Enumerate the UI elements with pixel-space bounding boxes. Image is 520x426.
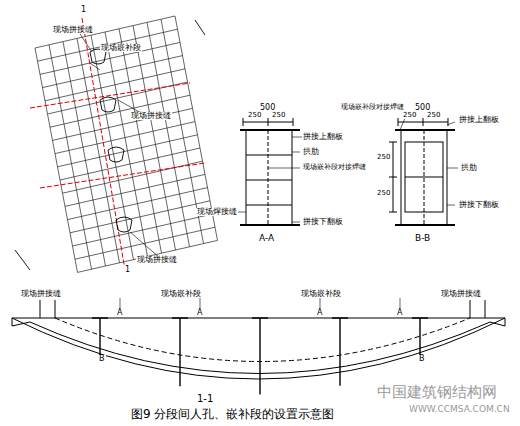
- label: 现场嵌补段: [300, 290, 342, 298]
- grid-line: [78, 240, 218, 272]
- label: 现场嵌补段对接焊缝: [302, 164, 367, 171]
- plan-grid: [35, 16, 218, 272]
- grid-line: [175, 16, 218, 240]
- label: 现场焊接缝: [196, 208, 238, 216]
- grid-line: [412, 317, 428, 318]
- label: 250: [247, 112, 262, 119]
- label: B: [418, 355, 426, 363]
- label: 拼接下翻板: [302, 218, 344, 226]
- grid-line: [43, 56, 183, 88]
- label: A: [196, 309, 203, 317]
- grid-line: [92, 317, 108, 318]
- grid-line: [48, 82, 188, 114]
- label: 拱肋: [460, 164, 478, 172]
- label: 250: [271, 112, 286, 119]
- grid-line: [70, 201, 210, 233]
- label: 拼接下翻板: [458, 201, 500, 209]
- label: 现场嵌补段: [160, 290, 202, 298]
- label: 250: [402, 112, 417, 119]
- label: 拼接上翻板: [302, 133, 344, 141]
- section-1-1: [12, 300, 505, 379]
- label: 拱肋: [302, 148, 320, 156]
- grid-line: [50, 95, 190, 127]
- label: 中国建筑钢结构网: [376, 385, 498, 400]
- leaders: [80, 34, 160, 258]
- section-a-a: [236, 118, 302, 225]
- grid-line: [63, 161, 203, 193]
- label: 现场拼接缝: [20, 290, 62, 298]
- label: B-B: [414, 234, 431, 243]
- grid-line: [58, 135, 198, 167]
- label: A: [396, 309, 403, 317]
- label: 现场拼接缝: [52, 26, 94, 34]
- label: 250: [376, 190, 391, 197]
- grid-line: [68, 188, 208, 220]
- label: 1: [80, 6, 87, 14]
- grid-line: [179, 318, 180, 386]
- label: A: [116, 309, 123, 317]
- grid-line: [53, 108, 193, 140]
- splice-lines: [30, 18, 205, 270]
- label: WWW.CCMSA.COM.CN: [408, 405, 511, 414]
- grid-line: [75, 227, 215, 259]
- grid-line: [38, 29, 178, 61]
- arch-posts: [92, 318, 428, 395]
- section-cuts: [120, 298, 400, 308]
- label: 现场嵌补段对接焊缝: [340, 104, 405, 111]
- label: 现场拼接缝: [440, 290, 482, 298]
- grid-line: [259, 318, 260, 395]
- grid-line: [55, 122, 195, 154]
- grid-line: [73, 214, 213, 246]
- grid-line: [65, 174, 205, 206]
- label: 现场拼接缝: [130, 112, 172, 120]
- label: B: [98, 355, 106, 363]
- grid-line: [60, 148, 200, 180]
- section-b-b: [389, 118, 458, 225]
- grid-line: [339, 318, 340, 386]
- manholes: [15, 20, 205, 270]
- label: 1: [124, 266, 131, 274]
- grid-line: [40, 42, 180, 74]
- label: A-A: [258, 234, 275, 243]
- grid-line: [172, 317, 188, 318]
- label: 250: [376, 154, 391, 161]
- label: A: [316, 309, 323, 317]
- label: 1-1: [196, 394, 214, 404]
- label: 500: [259, 104, 276, 112]
- label: 拼接上翻板: [458, 116, 500, 124]
- label: 250: [426, 112, 441, 119]
- caption: 图9 分段间人孔、嵌补段的设置示意图: [130, 408, 335, 420]
- label: 500: [414, 104, 431, 112]
- grid-line: [332, 317, 348, 318]
- label: 现场嵌补段: [100, 44, 142, 52]
- grid-line: [45, 69, 185, 101]
- label: 现场拼接缝: [136, 256, 178, 264]
- grid-line: [252, 317, 268, 318]
- grid-line: [419, 318, 420, 360]
